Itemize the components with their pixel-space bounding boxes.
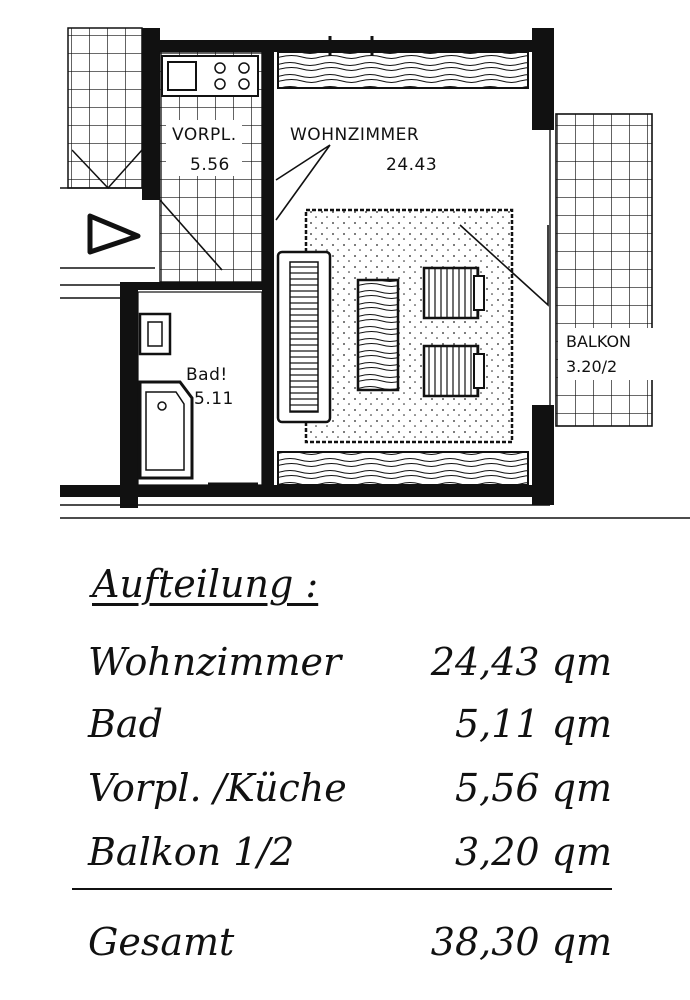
breakdown-row-label: Balkon 1/2 [88,830,295,874]
total-value: 38,30 qm [430,920,612,964]
breakdown-row-value: 5,56 qm [454,766,612,810]
floor-plan: VORPL. 5.56 Bad! 5.11 WOHNZIMMER 24.43 [60,27,690,519]
living-room: WOHNZIMMER 24.43 [275,36,549,486]
living-room-name: WOHNZIMMER [290,125,419,145]
vorplatz-room: VORPL. 5.56 [159,51,263,338]
breakdown-row-label: Vorpl. /Küche [88,766,347,810]
breakdown-row-label: Bad [88,702,163,746]
walls [60,28,554,508]
breakdown-title: Aufteilung : [92,562,319,606]
outer-lines [60,130,690,519]
breakdown-row-label: Wohnzimmer [88,640,342,684]
balcony: BALKON 3.20/2 [555,113,674,427]
staircase [67,27,143,190]
area-breakdown: Aufteilung : Wohnzimmer 24,43 qm Bad 5,1… [0,540,690,1000]
balcony-name: BALKON [566,332,631,351]
total-label: Gesamt [88,920,235,964]
total-divider [72,888,612,890]
bathroom-name: Bad! [186,365,228,385]
vorplatz-area: 5.56 [190,155,230,175]
breakdown-row-value: 3,20 qm [454,830,612,874]
bathroom: Bad! 5.11 [137,291,263,486]
entrance-arrow-icon [60,187,155,269]
bathroom-area: 5.11 [194,389,234,409]
vorplatz-name: VORPL. [172,125,237,145]
living-room-area: 24.43 [386,155,437,175]
balcony-area: 3.20/2 [566,357,617,376]
breakdown-row-value: 5,11 qm [454,702,612,746]
breakdown-row-value: 24,43 qm [430,640,612,684]
